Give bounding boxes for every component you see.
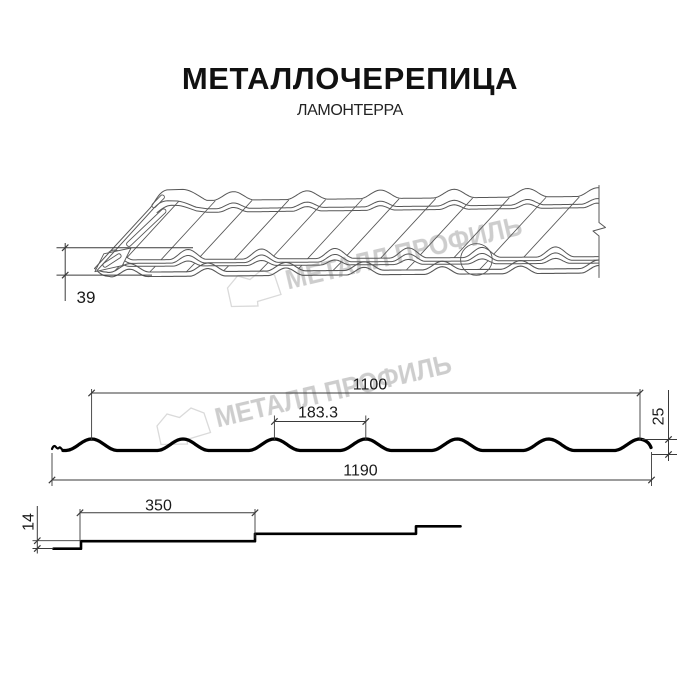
svg-text:14: 14: [21, 513, 38, 531]
svg-text:350: 350: [145, 498, 172, 515]
svg-text:183.3: 183.3: [298, 405, 338, 422]
svg-text:МЕТАЛЛ ПРОФИЛЬ: МЕТАЛЛ ПРОФИЛЬ: [282, 210, 525, 295]
svg-text:1190: 1190: [343, 463, 378, 480]
svg-text:25: 25: [651, 408, 668, 426]
svg-text:39: 39: [77, 288, 96, 307]
svg-text:1100: 1100: [353, 377, 388, 394]
